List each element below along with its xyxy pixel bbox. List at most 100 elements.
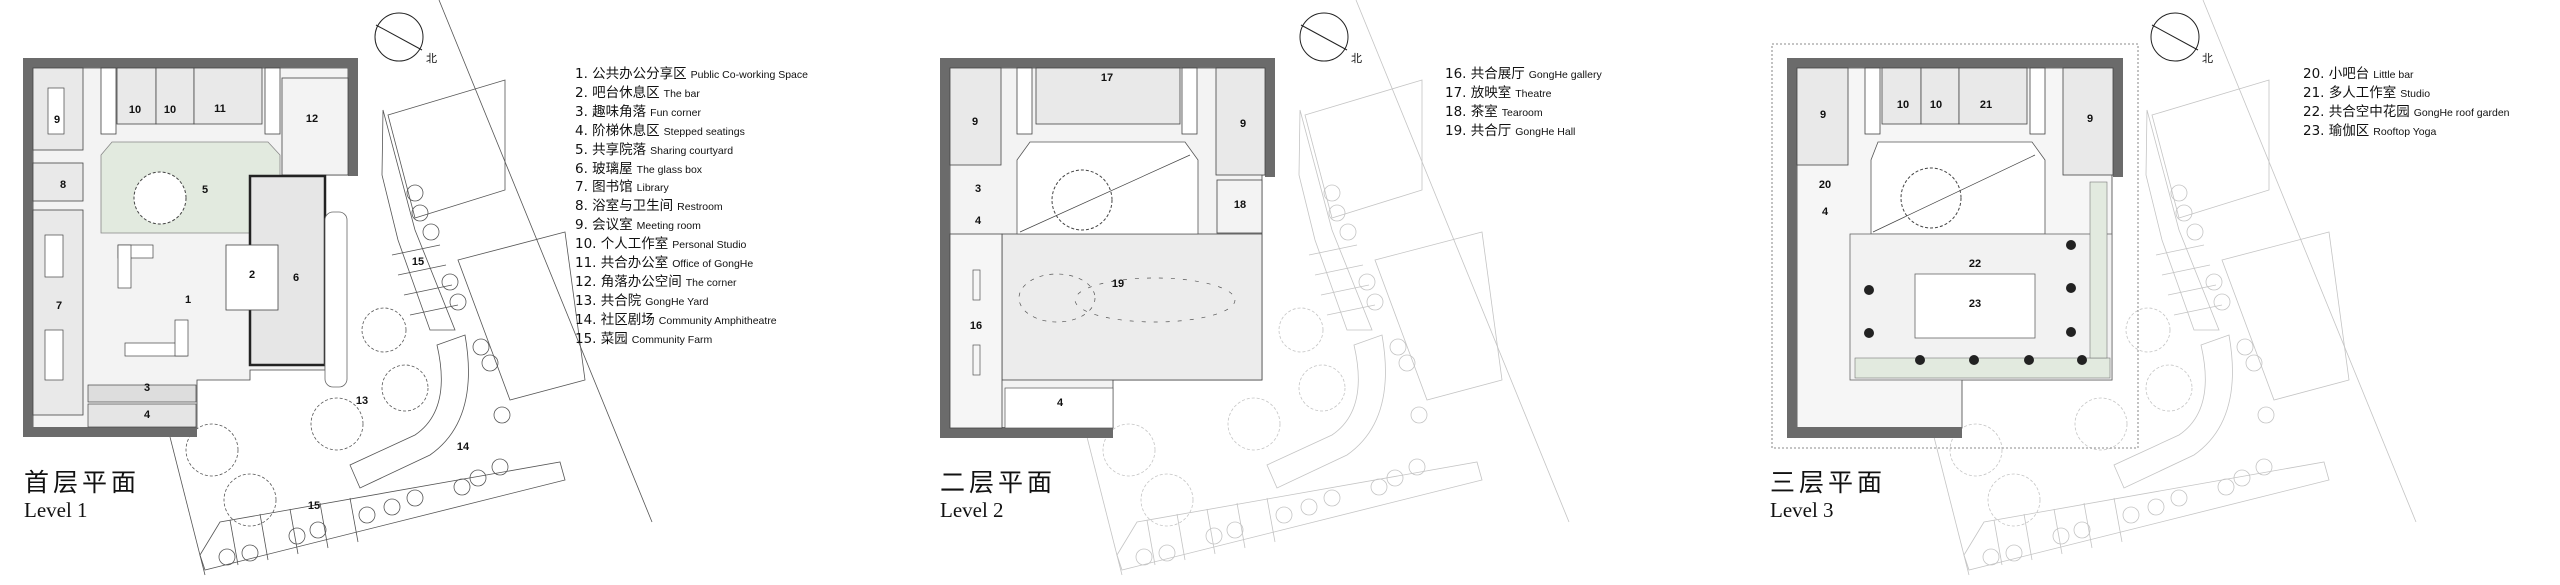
legend-item-zh: 21. 多人工作室: [2303, 84, 2397, 101]
room-number-label: 3: [975, 183, 981, 195]
courtyard-void: [1016, 141, 1199, 235]
room-number-label: 8: [60, 179, 66, 191]
legend-item-en: Theatre: [1515, 87, 1552, 100]
room-number-label: 4: [1822, 206, 1829, 218]
legend-item-en: Meeting room: [636, 220, 701, 233]
legend-item-zh: 19. 共合厅: [1445, 122, 1512, 139]
legend-item-en: Studio: [2400, 87, 2431, 100]
legend-item-zh: 20. 小吧台: [2303, 66, 2370, 82]
legend-item-en: The bar: [663, 87, 700, 100]
legend-item-en: Library: [636, 182, 669, 195]
legend-item-en: Fun corner: [650, 106, 701, 119]
legend-item-zh: 9. 会议室: [575, 217, 633, 234]
room-number-label: 13: [356, 395, 368, 407]
legend-item-en: GongHe gallery: [1528, 69, 1602, 81]
legend-item-en: Sharing courtyard: [650, 144, 734, 157]
legend-item-zh: 2. 吧台休息区: [575, 84, 660, 101]
room-number-label: 11: [214, 103, 226, 115]
room-number-label: 23: [1969, 298, 1981, 310]
room-number-label: 21: [1980, 99, 1992, 111]
compass-level-1: [374, 12, 424, 62]
courtyard-tree: [133, 171, 187, 225]
compass-level-3: [2150, 12, 2200, 62]
legend-item-zh: 11. 共合办公室: [575, 255, 669, 272]
room-number-label: 9: [2087, 113, 2093, 125]
courtyard-tree: [1051, 169, 1113, 231]
room-number-label: 19: [1112, 278, 1124, 290]
compass-level-2: [1299, 12, 1349, 62]
room-number-label: 10: [1930, 99, 1942, 111]
legend-item-zh: 18. 茶室: [1445, 103, 1498, 120]
north-label: 北: [1351, 52, 1362, 65]
room-number-label: 18: [1234, 199, 1246, 211]
legend-item-zh: 16. 共合展厅: [1445, 66, 1525, 82]
rooms: [949, 67, 1266, 429]
roof-tables: [1864, 240, 2087, 365]
legend-item-en: Stepped seatings: [663, 125, 745, 138]
level-title-en: Level 3: [1770, 498, 1834, 522]
room-number-label: 4: [975, 215, 982, 227]
legend-item-zh: 1. 公共办公分享区: [575, 66, 687, 82]
room-number-label: 14: [457, 441, 470, 453]
legend-item-en: Office of GongHe: [672, 258, 754, 271]
north-label: 北: [2202, 52, 2213, 65]
legend-item-en: GongHe roof garden: [2413, 106, 2510, 119]
level-title-zh: 首层平面: [24, 468, 141, 497]
room-number-label: 9: [1820, 109, 1826, 121]
legend-item-zh: 14. 社区剧场: [575, 311, 655, 328]
bar: [225, 244, 279, 311]
room-number-label: 15: [308, 500, 320, 512]
legend-item-zh: 22. 共合空中花园: [2303, 103, 2410, 120]
room-number-label: 20: [1819, 179, 1831, 191]
courtyard-tree: [1900, 167, 1962, 229]
level-2-title: 二层平面 Level 2: [940, 468, 1056, 522]
room-number-label: 10: [164, 104, 176, 116]
legend-item-en: Little bar: [2373, 69, 2414, 81]
planter: [324, 211, 348, 388]
room-number-label: 12: [306, 113, 318, 125]
hall-seating: [972, 269, 1236, 429]
legend-item-en: Restroom: [677, 201, 723, 214]
room-number-label: 17: [1101, 72, 1113, 84]
legend-item-zh: 17. 放映室: [1445, 84, 1512, 101]
legend-item-zh: 15. 菜园: [575, 330, 628, 347]
room-number-label: 2: [249, 269, 255, 281]
legend-item-en: Rooftop Yoga: [2373, 125, 2437, 138]
rooms: [1796, 67, 2114, 176]
room-number-label: 6: [293, 272, 299, 284]
legend-item-en: Public Co-working Space: [690, 69, 808, 81]
furniture: [44, 87, 197, 428]
legend-item-zh: 10. 个人工作室: [575, 236, 669, 253]
room-number-label: 15: [412, 256, 424, 268]
room-number-label: 9: [972, 116, 978, 128]
room-number-label: 16: [970, 320, 982, 332]
level-title-zh: 三层平面: [1770, 468, 1887, 497]
level-1-title: 首层平面 Level 1: [24, 468, 140, 522]
room-number-label: 7: [56, 300, 62, 312]
room-number-label: 5: [202, 184, 208, 196]
level-3-title: 三层平面 Level 3: [1770, 468, 1886, 522]
legend-item-zh: 6. 玻璃屋: [575, 160, 633, 177]
legend-item-en: The glass box: [636, 163, 703, 176]
rooms: [32, 67, 349, 416]
legend-item-zh: 12. 角落办公空间: [575, 273, 682, 290]
